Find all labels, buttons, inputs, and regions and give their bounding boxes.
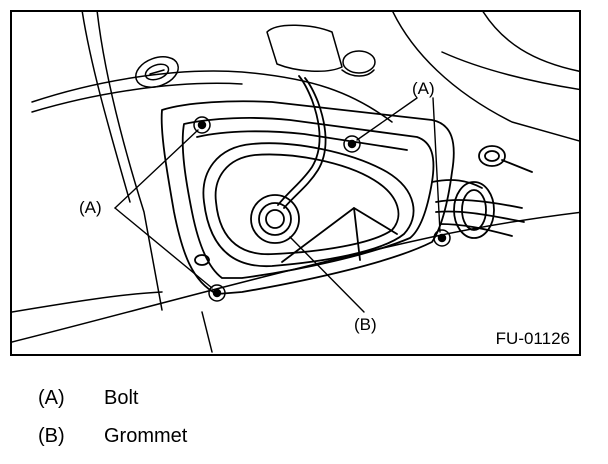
legend-row-grommet: (B) Grommet (38, 426, 187, 464)
grommet (250, 194, 300, 244)
access-cover-plate (160, 100, 455, 295)
legend-key: (A) (38, 387, 65, 409)
leader-a-left-lower (114, 207, 213, 289)
legend-label: Grommet (104, 425, 188, 447)
background-body-panels (12, 12, 579, 353)
legend-key: (B) (38, 425, 65, 447)
callout-a-top: (A) (412, 79, 435, 98)
bolt-bottom-left (208, 284, 226, 302)
diagram-frame: (A) (A) (B) FU-01126 (10, 10, 581, 356)
legend-row-bolt: (A) Bolt (38, 388, 187, 426)
callout-a-left: (A) (79, 198, 102, 217)
callout-b: (B) (354, 315, 377, 334)
bolt-top-left (193, 116, 211, 134)
legend-label: Bolt (104, 387, 139, 409)
leader-a-top-right (432, 97, 441, 233)
bolts (193, 116, 451, 302)
leader-a-top-left (356, 97, 418, 141)
harness-wires (277, 75, 533, 239)
figure-code: FU-01126 (495, 329, 570, 348)
bolt-bottom-right (433, 229, 451, 247)
bolt-top-right (343, 135, 361, 153)
leader-lines (114, 97, 441, 313)
leader-b (289, 236, 365, 313)
leader-a-left-upper (114, 129, 199, 209)
legend: (A) Bolt (B) Grommet (38, 388, 187, 464)
pump-access-illustration (12, 12, 579, 353)
